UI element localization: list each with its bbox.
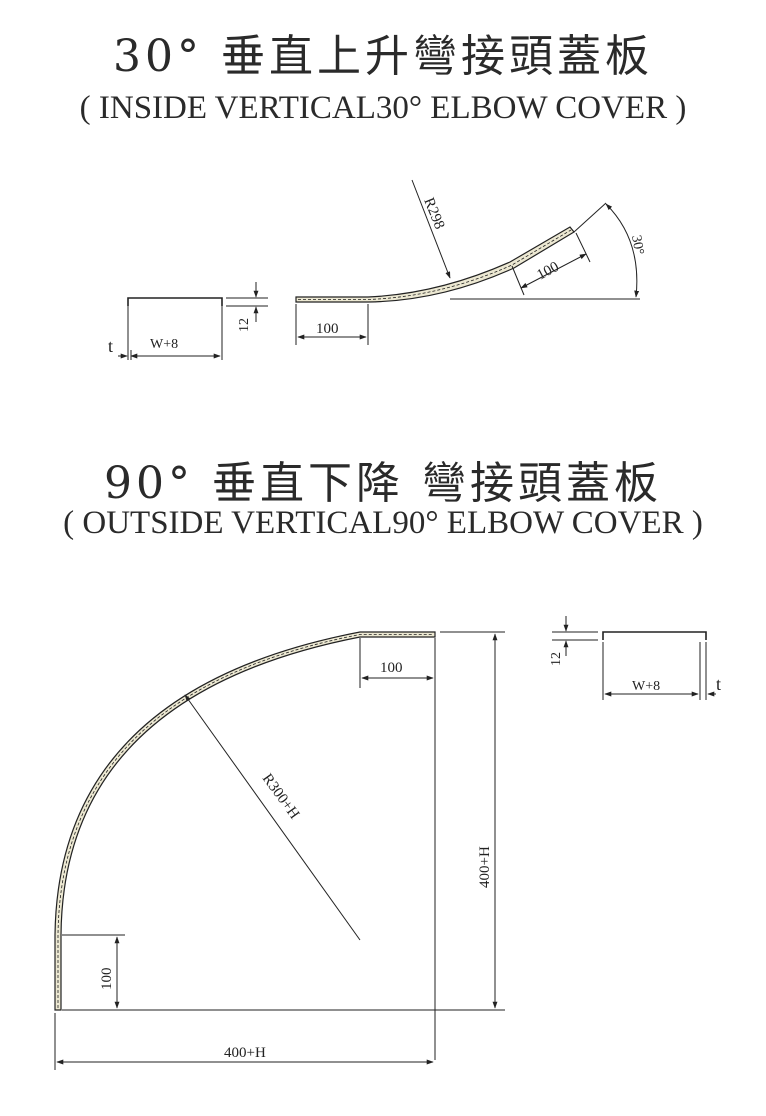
diagram-90-elbow: R300+H 100 400+H 100 400+H [54,616,721,1070]
left-straight-label-90: 100 [99,968,115,991]
radius-leader [411,179,451,279]
section1-title-chinese: 30° 垂直上升彎接頭蓋板 [113,31,653,82]
height-label: 400+H [477,846,493,888]
left-straight-label: 100 [316,321,339,337]
right-straight-ext2 [575,232,591,263]
top-straight-label: 100 [380,660,403,676]
width-label: W+8 [150,337,178,352]
profile90-thickness-label: t [716,674,721,694]
flange-label: 12 [237,318,252,332]
right-straight-label: 100 [534,259,561,284]
radius-label: R298 [420,196,447,232]
angle-ext-line [573,202,607,233]
diagram-30-elbow: W+8 t 12 R298 30° 100 [108,179,646,360]
profile-90: W+8 t 12 [549,616,721,700]
profile-30: W+8 t 12 [108,282,268,360]
section1-title-english: ( INSIDE VERTICAL30° ELBOW COVER ) [79,90,687,126]
right-straight-dim [520,253,587,289]
elbow-30-shape: R298 30° 100 100 [295,179,646,345]
profile90-width-label: W+8 [632,679,660,694]
angle-arc [605,203,640,298]
profile90-flange-label: 12 [549,652,564,666]
radius-leader-90 [184,694,361,941]
section2-title-chinese: 90° 垂直下降 彎接頭蓋板 [104,458,662,509]
angle-label: 30° [628,234,646,256]
elbow-90-shape: R300+H 100 400+H 100 400+H [54,631,505,1070]
section2-title-english: ( OUTSIDE VERTICAL90° ELBOW COVER ) [63,505,703,541]
length-label: 400+H [224,1045,266,1061]
right-straight-ext1 [511,265,525,296]
thickness-label: t [108,336,113,356]
radius-label-90: R300+H [259,771,302,822]
